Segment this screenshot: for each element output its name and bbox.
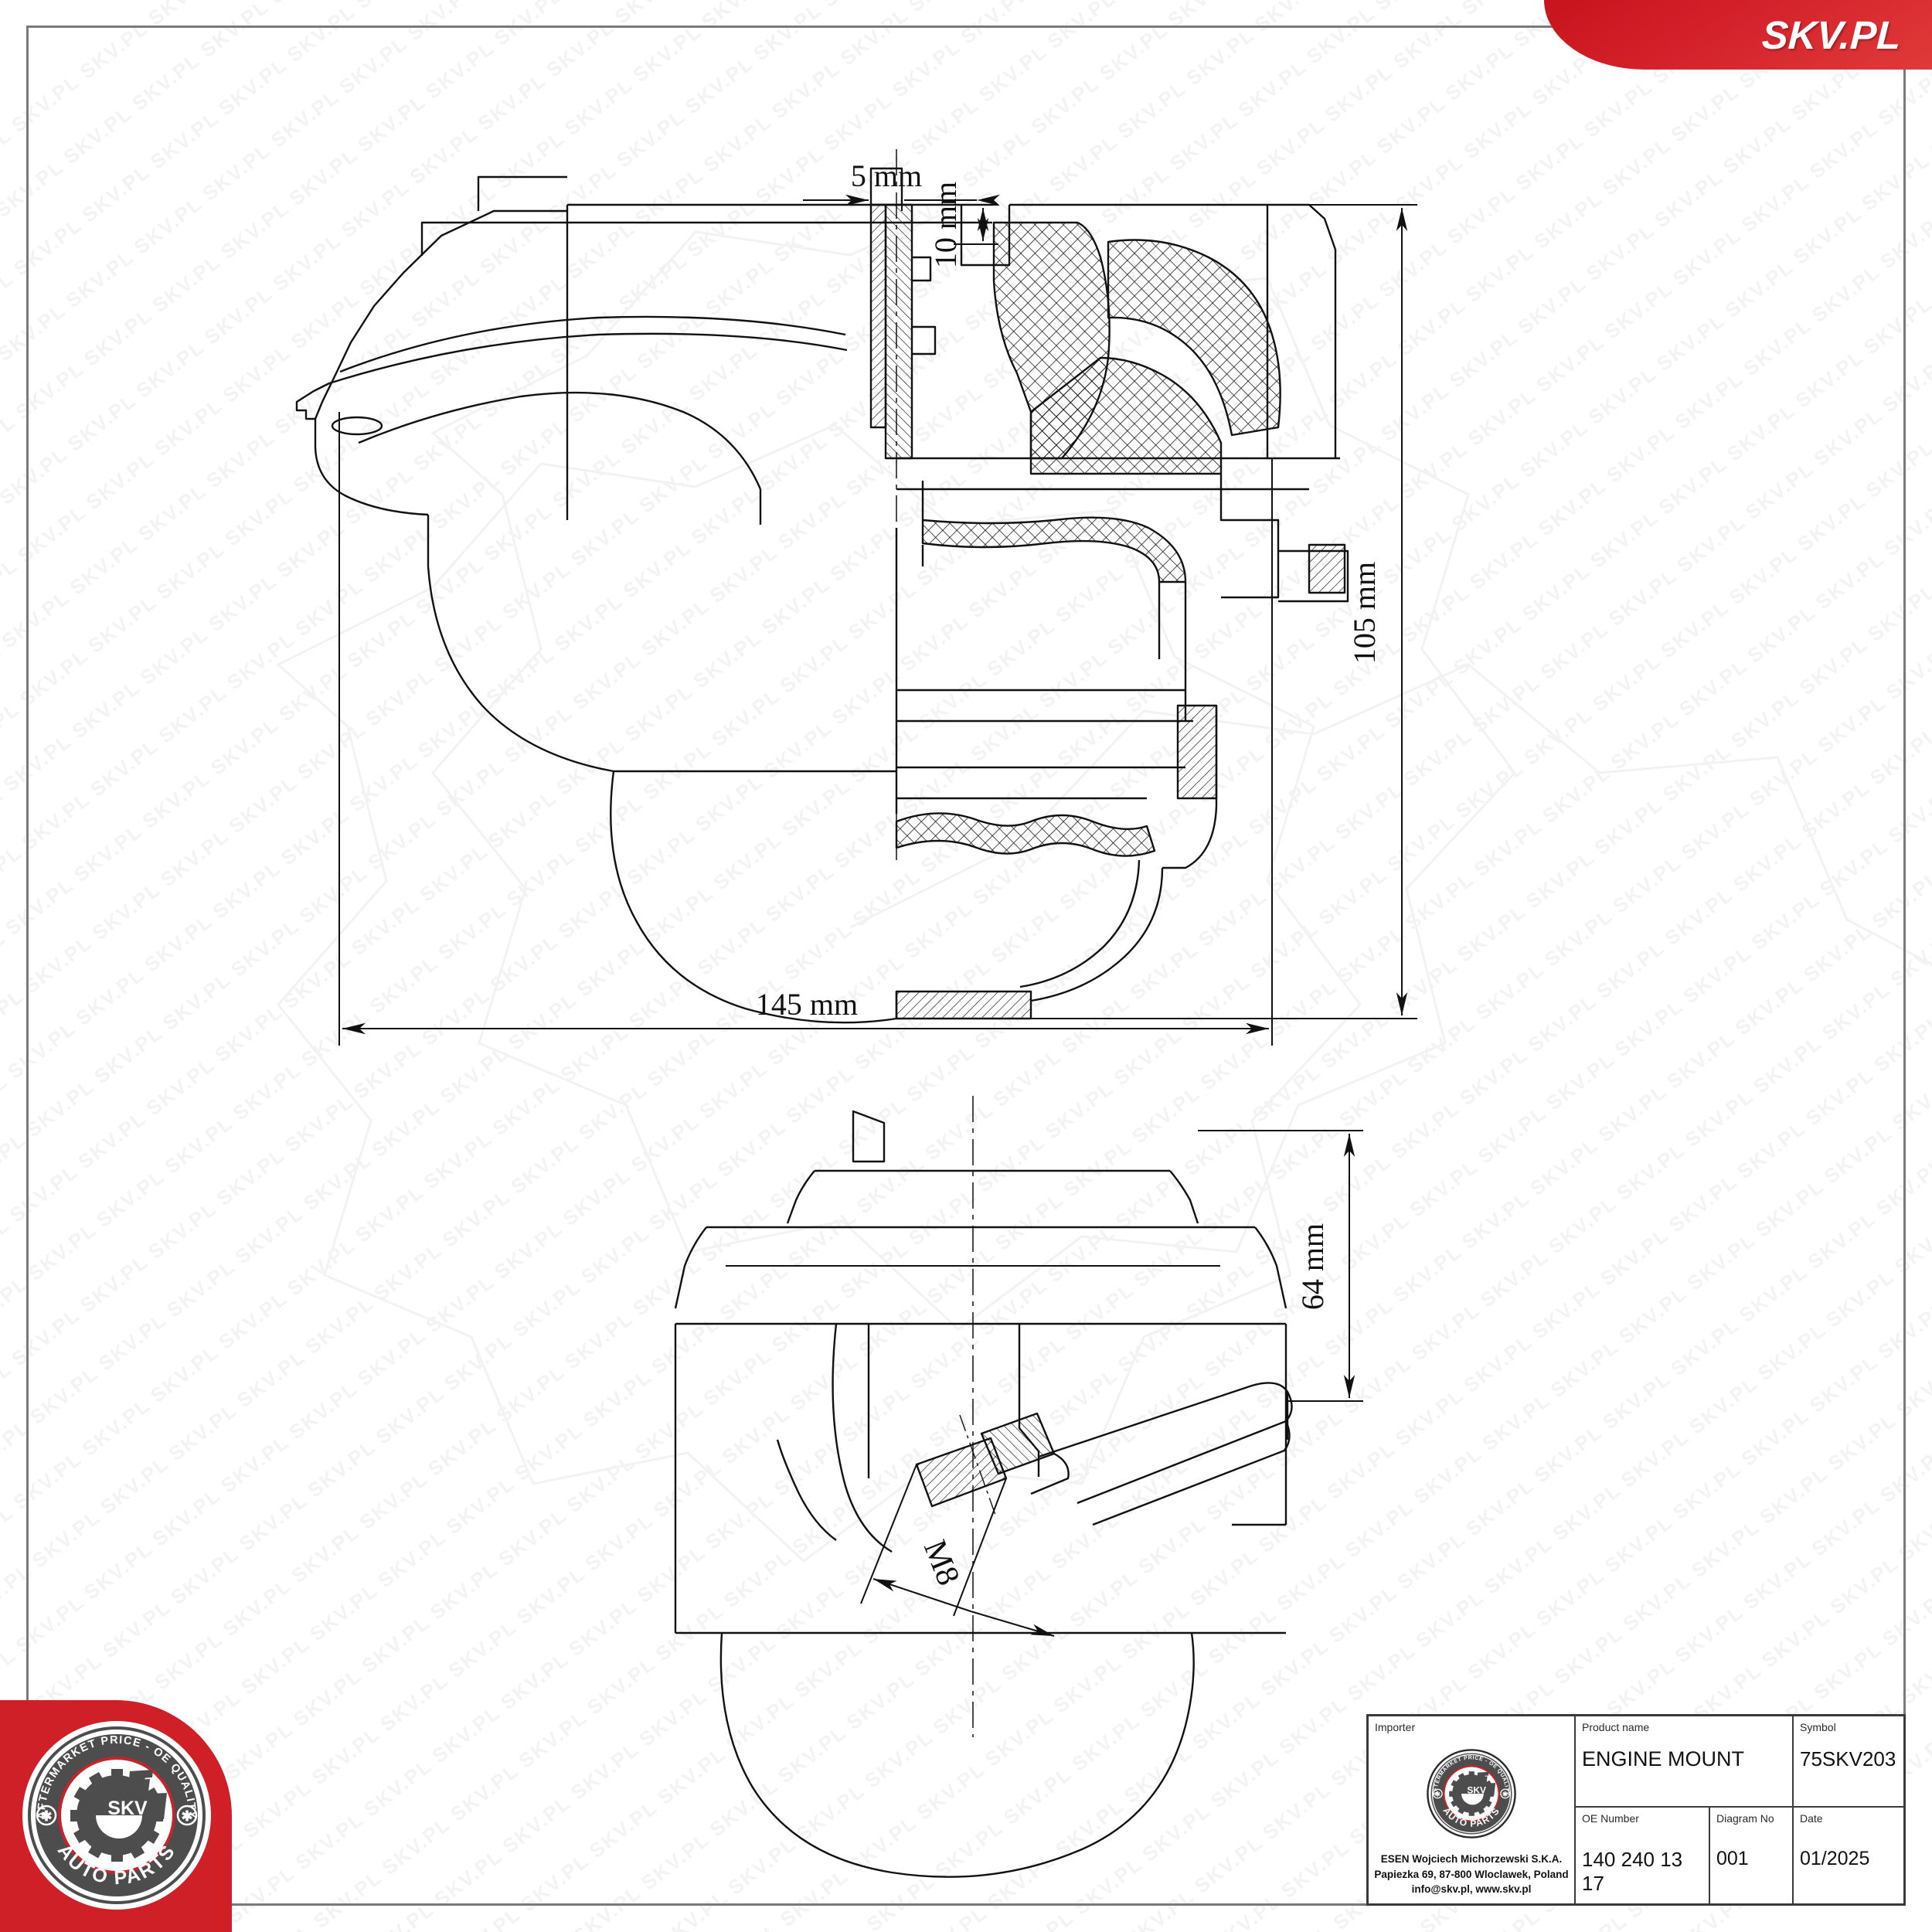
importer-address: Papiezka 69, 87-800 Wloclawek, Poland bbox=[1374, 1868, 1569, 1880]
svg-text:✱: ✱ bbox=[40, 1808, 52, 1824]
cad-drawing: 5 mm 10 mm 105 mm 145 mm bbox=[295, 149, 1417, 1878]
upper-section-group bbox=[567, 149, 1349, 1024]
symbol-cell: Symbol 75SKV203 bbox=[1794, 1716, 1903, 1806]
dimension-5mm-label: 5 mm bbox=[851, 158, 922, 193]
importer-logo: SKV AFTERMARKET PRICE - OE QUALITY AUTO … bbox=[1369, 1733, 1574, 1852]
dimension-64mm bbox=[1198, 1130, 1363, 1402]
skv-brand-text: SKV.PL bbox=[1760, 12, 1903, 57]
dimension-145mm-label: 145 mm bbox=[756, 987, 858, 1022]
product-name-cell: Product name ENGINE MOUNT bbox=[1576, 1716, 1794, 1806]
seal-emblem: SKV AFTERMARKET PRICE - OE QUALITY AUTO … bbox=[22, 1721, 211, 1910]
symbol-value: 75SKV203 bbox=[1800, 1747, 1896, 1770]
title-block-row-1: Product name ENGINE MOUNT Symbol 75SKV20… bbox=[1576, 1716, 1903, 1808]
title-block-importer-cell: Importer bbox=[1369, 1716, 1576, 1903]
asterisk-icon-left: ✱ bbox=[36, 1804, 57, 1826]
dimension-105mm-label: 105 mm bbox=[1347, 562, 1382, 664]
symbol-header: Symbol bbox=[1800, 1721, 1836, 1733]
dimension-10mm-label: 10 mm bbox=[928, 182, 963, 268]
title-block: Importer bbox=[1366, 1714, 1906, 1906]
title-block-fields: Product name ENGINE MOUNT Symbol 75SKV20… bbox=[1576, 1716, 1903, 1903]
diagram-no-header: Diagram No bbox=[1716, 1812, 1774, 1825]
importer-seal-emblem: SKV AFTERMARKET PRICE - OE QUALITY AUTO … bbox=[1426, 1748, 1517, 1839]
product-name-value: ENGINE MOUNT bbox=[1582, 1747, 1745, 1770]
oe-number-cell: OE Number 140 240 13 17 bbox=[1576, 1808, 1710, 1903]
upper-view-group bbox=[295, 175, 896, 773]
asterisk-icon-right: ✱ bbox=[176, 1804, 198, 1826]
date-header: Date bbox=[1800, 1812, 1823, 1825]
skv-banner: SKV.PL bbox=[1544, 0, 1932, 70]
quality-seal-badge: SKV AFTERMARKET PRICE - OE QUALITY AUTO … bbox=[0, 1685, 247, 1932]
importer-address-block: ESEN Wojciech Michorzewski S.K.A. Papiez… bbox=[1369, 1852, 1574, 1903]
date-cell: Date 01/2025 bbox=[1794, 1808, 1903, 1903]
dimension-64mm-label: 64 mm bbox=[1295, 1223, 1330, 1310]
svg-text:✱: ✱ bbox=[1435, 1790, 1441, 1798]
svg-text:✱: ✱ bbox=[1502, 1790, 1509, 1798]
svg-text:✱: ✱ bbox=[181, 1808, 192, 1824]
importer-seal-center-text: SKV bbox=[1467, 1784, 1486, 1795]
diagram-no-cell: Diagram No 001 bbox=[1710, 1808, 1794, 1903]
importer-contact: info@skv.pl, www.skv.pl bbox=[1411, 1883, 1532, 1896]
product-name-header: Product name bbox=[1582, 1721, 1650, 1733]
importer-header: Importer bbox=[1375, 1721, 1416, 1733]
importer-company: ESEN Wojciech Michorzewski S.K.A. bbox=[1380, 1853, 1563, 1866]
oe-number-value: 140 240 13 17 bbox=[1582, 1848, 1683, 1895]
oe-number-header: OE Number bbox=[1582, 1812, 1639, 1825]
dimension-145mm bbox=[338, 412, 1273, 1046]
seal-center-text: SKV bbox=[107, 1798, 148, 1819]
date-value: 01/2025 bbox=[1800, 1848, 1870, 1869]
title-block-row-2: OE Number 140 240 13 17 Diagram No 001 D… bbox=[1576, 1808, 1903, 1903]
lower-view-group bbox=[674, 1096, 1293, 1878]
dimension-m8-label: M8 bbox=[917, 1535, 967, 1590]
diagram-no-value: 001 bbox=[1716, 1848, 1749, 1869]
